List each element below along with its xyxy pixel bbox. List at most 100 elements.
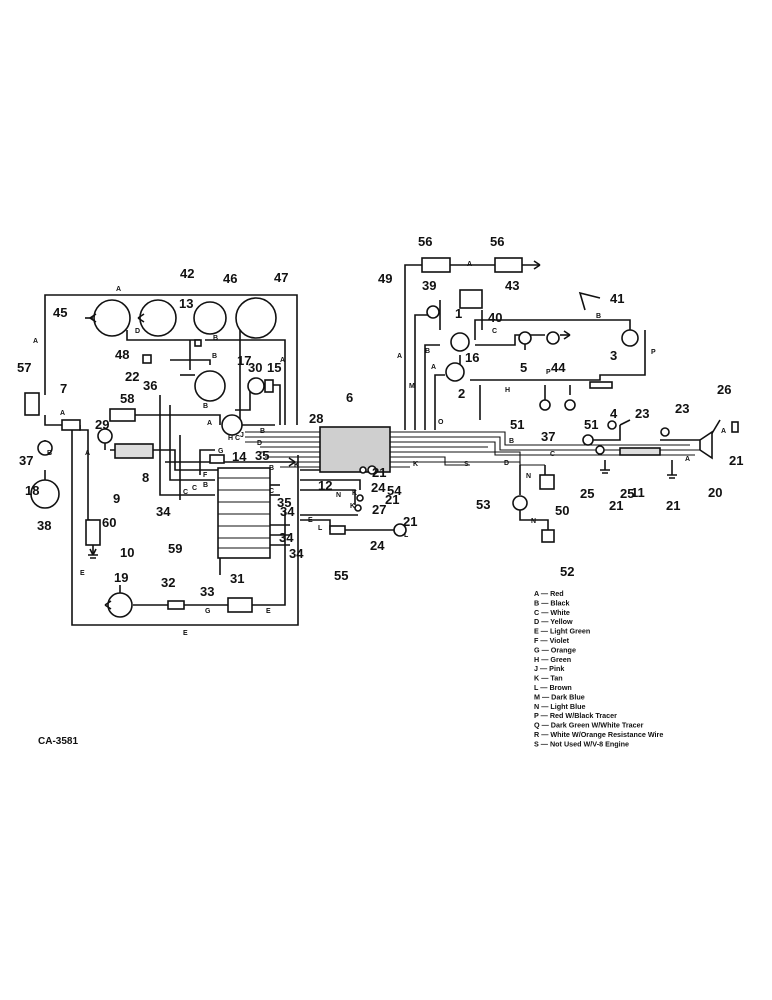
legend-row-n: N — Light Blue [534,702,586,711]
svg-text:N: N [531,518,536,525]
svg-text:K: K [294,462,299,469]
callout-42: 42 [180,266,194,281]
component-21-lamp [393,523,407,537]
callout-29: 29 [95,417,109,432]
svg-text:A: A [685,456,690,463]
callout-5: 5 [520,360,527,375]
component-1 [450,332,470,352]
callout-37: 37 [19,453,33,468]
component-48 [194,339,202,347]
component-55 [329,525,346,535]
svg-text:B: B [203,403,208,410]
callout-7: 7 [60,381,67,396]
component-49 [426,305,440,319]
callout-24: 24 [371,480,386,495]
callout-45: 45 [53,305,67,320]
callout-18: 18 [25,483,39,498]
callout-34-2: 34 [280,504,295,519]
svg-text:C: C [192,485,197,492]
svg-text:E: E [183,630,188,637]
callout-23: 23 [635,406,649,421]
component-8 [114,443,154,459]
component-22 [142,354,152,364]
legend-row-c: C — White [534,608,570,617]
svg-text:G: G [218,448,224,455]
svg-text:A: A [431,364,436,371]
callout-20: 20 [708,485,722,500]
component-14 [209,454,225,464]
svg-text:D: D [504,460,509,467]
component-53 [512,495,528,511]
callout-54: 54 [387,483,402,498]
svg-text:A: A [207,420,212,427]
callout-34: 34 [156,504,171,519]
callout-16: 16 [465,350,479,365]
callout-51: 51 [510,417,524,432]
component-56-left [421,257,451,273]
svg-text:B: B [213,335,218,342]
callout-28: 28 [309,411,323,426]
callout-37-2: 37 [541,429,555,444]
component-43 [459,289,483,309]
component-54 [367,465,377,475]
component-11 [619,447,661,456]
svg-text:B: B [203,482,208,489]
component-30 [247,377,265,395]
svg-text:P: P [546,369,551,376]
component-57 [24,392,40,416]
svg-text:A: A [467,261,472,268]
svg-text:O: O [438,419,444,426]
callout-40: 40 [488,310,502,325]
legend-row-h: H — Green [534,655,571,664]
legend-row-r: R — White W/Orange Resistance Wire [534,730,663,739]
component-46 [193,301,227,335]
legend-row-l: L — Brown [534,683,572,692]
callout-13: 13 [179,296,193,311]
component-56-right [494,257,523,273]
callout-21-4: 21 [609,498,623,513]
svg-text:F: F [203,472,208,479]
component-45 [93,299,131,337]
callout-48: 48 [115,347,129,362]
callout-34-3: 34 [279,530,294,545]
component-36 [194,370,226,402]
callout-56-2: 56 [490,234,504,249]
component-21-a [359,466,367,474]
component-37-left [37,440,53,456]
svg-text:C: C [269,488,274,495]
svg-text:C: C [492,328,497,335]
callout-11: 11 [631,485,645,500]
component-58 [109,408,136,422]
callout-17: 17 [237,353,251,368]
callout-34-4: 34 [289,546,304,561]
svg-text:M: M [409,383,415,390]
component-51-left [539,399,551,411]
callout-21-6: 21 [729,453,743,468]
callout-44: 44 [551,360,566,375]
component-25 [595,445,605,455]
callout-23-2: 23 [675,401,689,416]
svg-text:B: B [260,428,265,435]
legend-row-k: K — Tan [534,674,563,683]
component-23-left [607,420,617,430]
callout-53: 53 [476,497,490,512]
callout-32: 32 [161,575,175,590]
svg-text:B: B [425,348,430,355]
callout-12: 12 [318,478,332,493]
component-15 [264,379,274,393]
callout-35: 35 [255,448,269,463]
svg-text:K: K [413,461,418,468]
legend-row-j: J — Pink [534,664,564,673]
callout-21-5: 21 [666,498,680,513]
svg-text:P: P [651,349,656,356]
component-19 [107,592,133,618]
callout-36: 36 [143,378,157,393]
svg-text:H: H [505,387,510,394]
svg-text:B: B [596,313,601,320]
callout-47: 47 [274,270,288,285]
figure-id: CA-3581 [38,736,78,747]
svg-text:C: C [183,489,188,496]
svg-text:A: A [116,286,121,293]
wire-code-tags: A A D B A A B A E E G E B B A H C J B D … [33,261,726,637]
